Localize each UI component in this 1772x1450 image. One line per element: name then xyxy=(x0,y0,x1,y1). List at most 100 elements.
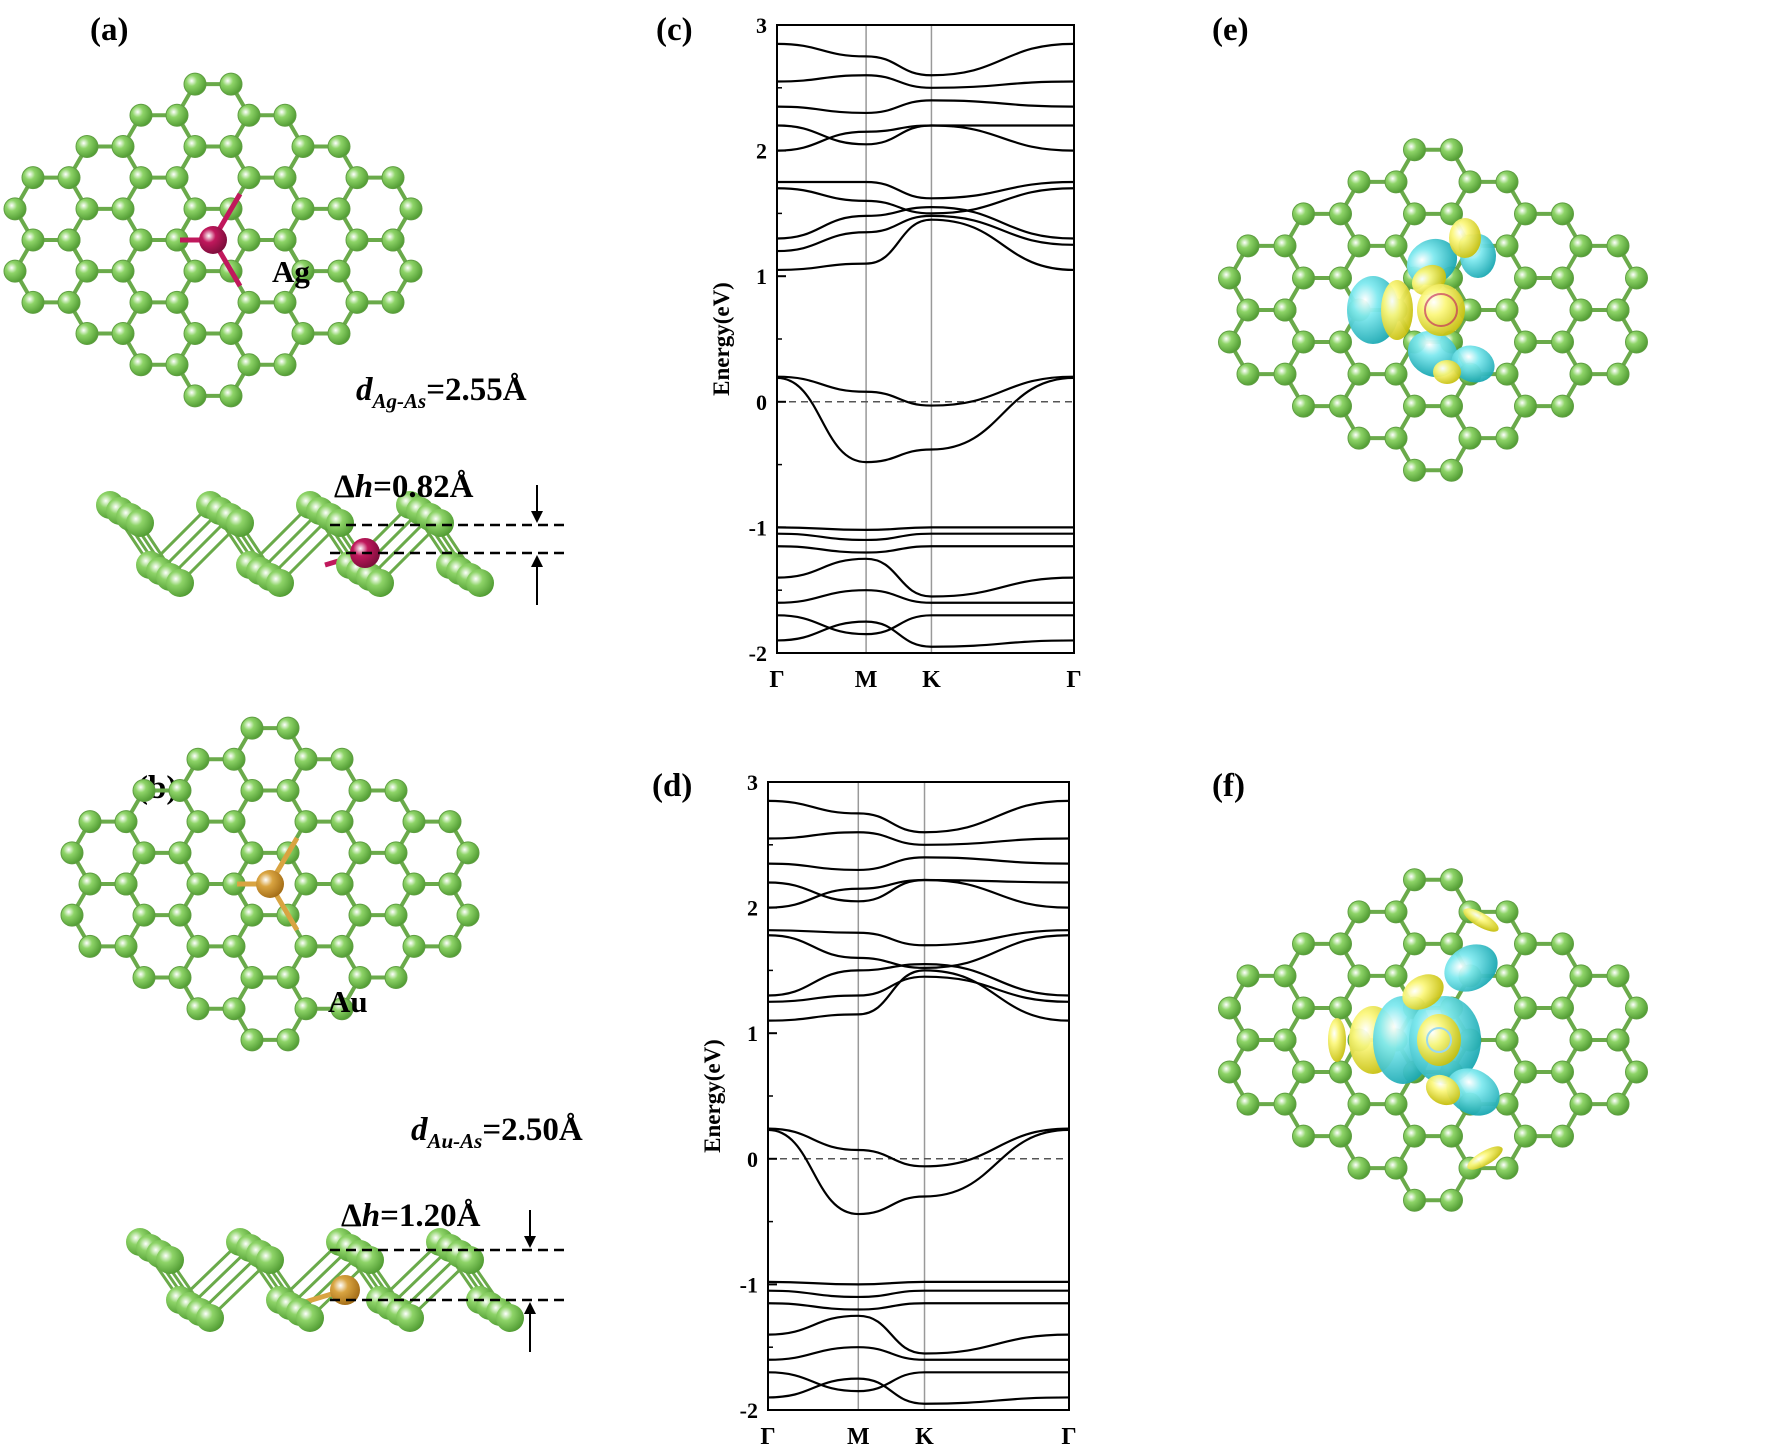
yellow-lobe xyxy=(1417,284,1465,336)
dopant-label-a: Ag xyxy=(272,254,310,289)
as-atom xyxy=(1273,964,1297,988)
as-atom xyxy=(1347,426,1371,450)
yellow-lobe xyxy=(1425,1074,1461,1106)
as-atom xyxy=(240,1028,264,1052)
as-atom xyxy=(273,103,297,127)
as-atom xyxy=(294,810,318,834)
bands-group xyxy=(768,799,1069,1405)
side-bond xyxy=(158,1251,502,1315)
band-line xyxy=(777,124,1074,146)
as-atom xyxy=(1606,964,1630,988)
y-tick-label: 2 xyxy=(756,139,767,164)
as-atom xyxy=(132,903,156,927)
as-atom xyxy=(291,134,315,158)
as-atom xyxy=(1403,932,1426,956)
as-atom xyxy=(1292,266,1315,290)
as-atom xyxy=(1440,394,1463,418)
as-atom xyxy=(183,259,207,283)
as-atom xyxy=(1606,1028,1630,1052)
ag-atom-faint xyxy=(1424,293,1458,327)
as-atom xyxy=(1292,330,1315,354)
as-atom xyxy=(1569,298,1593,322)
band-line xyxy=(777,526,1074,532)
band-line xyxy=(777,180,1074,200)
as-atom xyxy=(456,903,480,927)
as-atom xyxy=(240,966,264,990)
kpoint-label: M xyxy=(855,667,878,693)
as-atom xyxy=(327,322,351,346)
band-line xyxy=(768,975,1069,1003)
as-atom xyxy=(1384,964,1408,988)
as-atom xyxy=(366,569,394,597)
as-atom xyxy=(60,903,84,927)
kpoint-label: M xyxy=(847,1424,870,1450)
as-atom xyxy=(114,810,138,834)
as-atom xyxy=(111,134,135,158)
as-atom xyxy=(186,997,210,1021)
as-atom xyxy=(1329,202,1352,226)
side-bond xyxy=(128,514,472,580)
as-atom xyxy=(237,166,261,190)
as-atom xyxy=(1551,1060,1574,1084)
as-atom xyxy=(222,810,246,834)
as-atom xyxy=(1384,362,1408,386)
as-atom xyxy=(21,228,45,252)
as-atom xyxy=(348,966,372,990)
as-atom xyxy=(1292,202,1315,226)
yellow-lobe xyxy=(1402,974,1444,1010)
as-atom xyxy=(1347,170,1371,194)
band-line xyxy=(768,963,1069,997)
as-atom xyxy=(326,509,354,537)
as-atom xyxy=(1384,234,1408,258)
as-atom xyxy=(183,197,207,221)
as-atom xyxy=(1495,1156,1519,1180)
ag-atom xyxy=(199,226,227,254)
as-atom xyxy=(348,778,372,802)
as-atom xyxy=(1440,868,1463,892)
band-line xyxy=(777,614,1074,636)
band-line xyxy=(768,1127,1069,1168)
as-atom xyxy=(276,778,300,802)
as-atom xyxy=(1218,266,1241,290)
as-atom xyxy=(168,966,192,990)
as-atom xyxy=(114,872,138,896)
as-atom xyxy=(330,747,354,771)
band-line xyxy=(768,1302,1069,1311)
as-atom xyxy=(1625,1060,1648,1084)
yellow-lobe xyxy=(1467,1146,1503,1170)
as-atom xyxy=(132,778,156,802)
as-atom xyxy=(1606,362,1630,386)
as-atom xyxy=(1273,1092,1297,1116)
as-atom xyxy=(156,1246,184,1274)
as-atom xyxy=(21,166,45,190)
as-atom xyxy=(1292,394,1315,418)
as-atom xyxy=(1273,362,1297,386)
band-line xyxy=(768,934,1069,969)
bond-value-a: =2.55Å xyxy=(426,372,527,408)
as-atom xyxy=(330,934,354,958)
as-atom xyxy=(330,810,354,834)
as-atom xyxy=(399,197,423,221)
arrow-down-head xyxy=(524,1236,536,1248)
cyan-lobe xyxy=(1444,944,1498,992)
y-tick-label: -2 xyxy=(749,641,767,666)
as-atom xyxy=(75,134,99,158)
y-axis-label: Energy(eV) xyxy=(709,282,734,396)
as-atom xyxy=(1440,138,1463,162)
arrow-up-head xyxy=(524,1302,536,1314)
height-diff-a: Δh=0.82Å xyxy=(334,469,474,505)
kpoint-label: Γ xyxy=(769,667,784,693)
as-atom xyxy=(1292,932,1315,956)
yellow-lobe xyxy=(1417,1014,1461,1066)
bond-value-b: =2.50Å xyxy=(482,1112,583,1148)
as-atom xyxy=(1458,426,1482,450)
as-atom xyxy=(1384,1156,1408,1180)
as-atom xyxy=(183,134,207,158)
as-atom xyxy=(1403,1124,1426,1148)
band-line xyxy=(777,206,1074,240)
au-atom-faint xyxy=(1426,1027,1452,1053)
bond-symbol-b: d xyxy=(411,1112,428,1148)
as-atom xyxy=(291,197,315,221)
band-line xyxy=(777,74,1074,89)
